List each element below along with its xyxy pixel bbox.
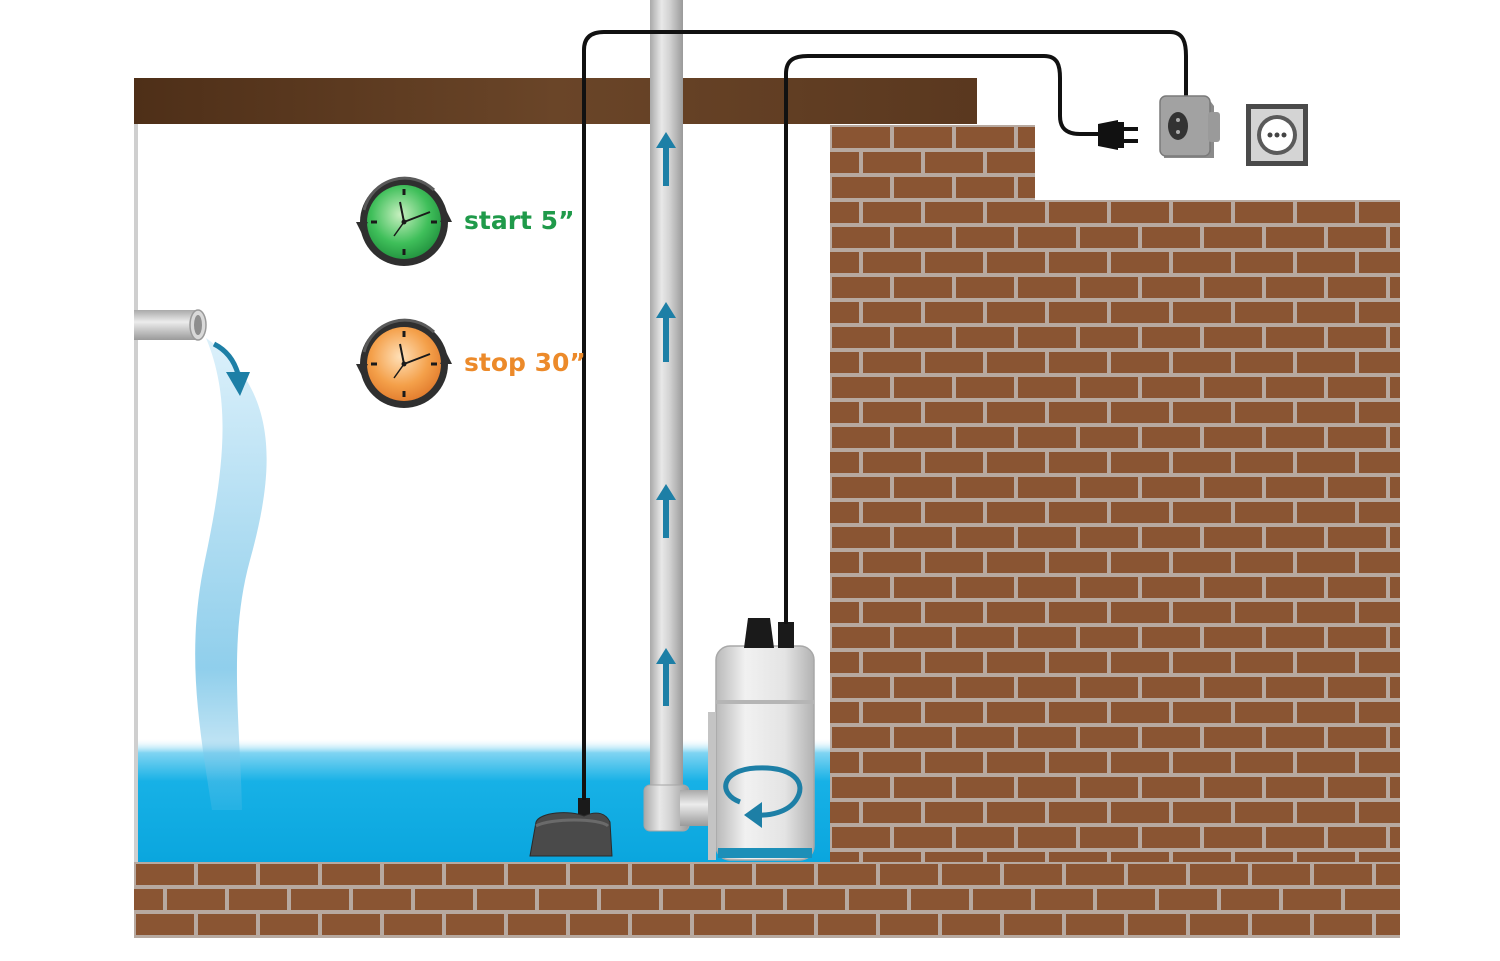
flow-arrow-icon bbox=[212, 341, 241, 375]
ceiling-beam bbox=[134, 78, 977, 124]
pump-power-cable bbox=[784, 54, 1098, 624]
float-switch bbox=[529, 798, 613, 857]
plug-icon bbox=[1098, 120, 1138, 150]
clock-orange-icon bbox=[356, 318, 452, 408]
brick-wall bbox=[830, 125, 1400, 862]
float-switch-cable bbox=[582, 30, 1188, 800]
wall-socket-icon bbox=[1246, 104, 1308, 166]
rotation-arrow-icon bbox=[723, 765, 803, 818]
start-timer-label: start 5” bbox=[464, 206, 575, 235]
brick-floor bbox=[134, 862, 1400, 938]
timer-socket-icon bbox=[1159, 95, 1220, 158]
stop-timer-label: stop 30” bbox=[464, 348, 586, 377]
clock-green-icon bbox=[356, 176, 452, 266]
water-stream bbox=[195, 338, 267, 810]
inlet-pipe bbox=[134, 310, 200, 340]
left-wall bbox=[134, 124, 138, 862]
pump bbox=[708, 618, 815, 861]
pipe-flow-arrows bbox=[656, 132, 676, 706]
